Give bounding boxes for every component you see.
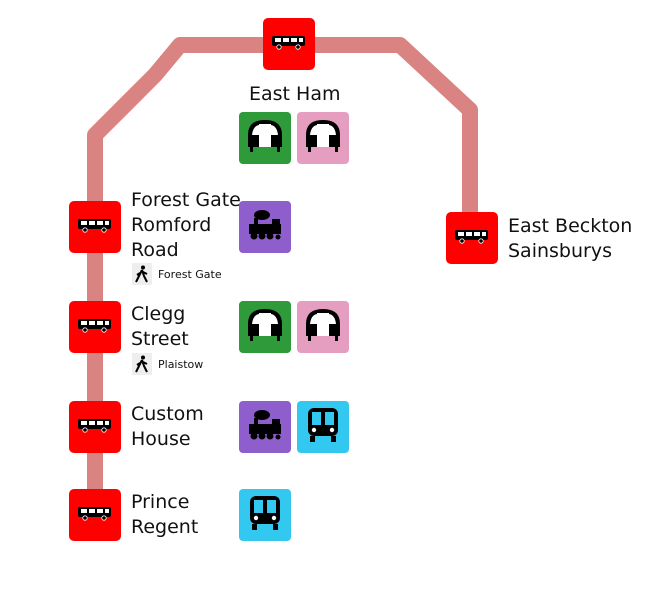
stop-name-line: Road bbox=[131, 239, 179, 261]
walk-destination: Plaistow bbox=[158, 357, 204, 371]
walk-link-plaistow[interactable]: Plaistow bbox=[132, 353, 203, 375]
bus-stop-east-ham[interactable] bbox=[263, 18, 315, 70]
district-line-badge bbox=[239, 301, 291, 353]
stop-name-line: Forest Gate bbox=[131, 189, 241, 211]
dlr-badge bbox=[297, 401, 349, 453]
dlr-badge bbox=[239, 489, 291, 541]
stop-name-line: Street bbox=[131, 328, 189, 350]
bus-icon bbox=[77, 417, 113, 437]
underground-train-icon bbox=[245, 306, 285, 348]
hammersmith-city-line-badge bbox=[297, 112, 349, 164]
district-line-badge bbox=[239, 112, 291, 164]
walk-destination: Forest Gate bbox=[158, 267, 222, 281]
stop-label-east-ham: East Ham bbox=[249, 82, 340, 107]
bus-icon bbox=[77, 317, 113, 337]
bus-icon bbox=[77, 217, 113, 237]
stop-label-custom-house: Custom House bbox=[131, 402, 204, 452]
underground-train-icon bbox=[245, 117, 285, 159]
stop-label-forest-gate-romford-road: Forest Gate Romford Road bbox=[131, 188, 241, 263]
bus-stop-clegg-street[interactable] bbox=[69, 301, 121, 353]
bus-stop-custom-house[interactable] bbox=[69, 401, 121, 453]
stop-name-line: Regent bbox=[131, 516, 199, 538]
underground-train-icon bbox=[303, 117, 343, 159]
steam-train-icon bbox=[244, 208, 286, 246]
stop-name-line: East Ham bbox=[249, 83, 341, 105]
dlr-train-icon bbox=[246, 493, 284, 537]
bus-stop-forest-gate-romford-road[interactable] bbox=[69, 201, 121, 253]
dlr-train-icon bbox=[304, 405, 342, 449]
bus-icon bbox=[271, 34, 307, 54]
bus-stop-east-beckton-sainsburys[interactable] bbox=[446, 212, 498, 264]
overground-badge bbox=[239, 401, 291, 453]
stop-name-line: Romford bbox=[131, 214, 212, 236]
pedestrian-icon bbox=[132, 353, 152, 375]
pedestrian-icon bbox=[132, 263, 152, 285]
stop-name-line: Prince bbox=[131, 491, 190, 513]
bus-icon bbox=[77, 505, 113, 525]
underground-train-icon bbox=[303, 306, 343, 348]
stop-name-line: East Beckton bbox=[508, 215, 633, 237]
overground-badge bbox=[239, 201, 291, 253]
walk-link-forest-gate[interactable]: Forest Gate bbox=[132, 263, 222, 285]
stop-name-line: House bbox=[131, 428, 191, 450]
bus-stop-prince-regent[interactable] bbox=[69, 489, 121, 541]
stop-label-prince-regent: Prince Regent bbox=[131, 490, 198, 540]
steam-train-icon bbox=[244, 408, 286, 446]
stop-name-line: Clegg bbox=[131, 303, 186, 325]
hammersmith-city-line-badge bbox=[297, 301, 349, 353]
stop-name-line: Sainsburys bbox=[508, 240, 612, 262]
stop-label-east-beckton-sainsburys: East Beckton Sainsburys bbox=[508, 214, 632, 264]
stop-label-clegg-street: Clegg Street bbox=[131, 302, 189, 352]
stop-name-line: Custom bbox=[131, 403, 204, 425]
bus-icon bbox=[454, 228, 490, 248]
